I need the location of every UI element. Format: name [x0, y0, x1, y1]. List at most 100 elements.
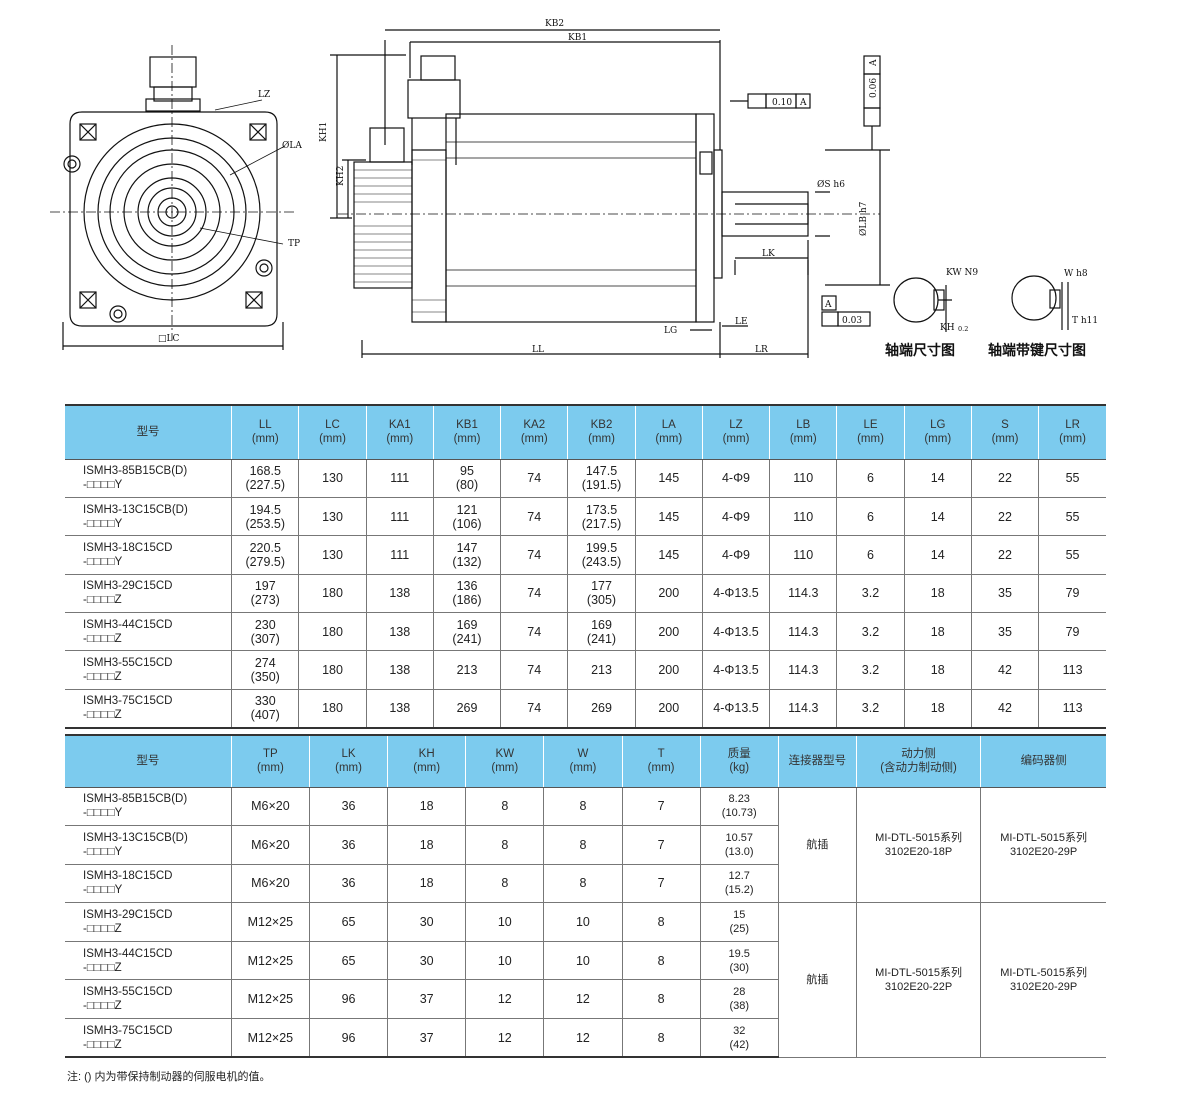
- value-cell: 18: [903, 612, 972, 652]
- value-cell: 7: [621, 825, 701, 865]
- cell-line: 10.57: [725, 831, 753, 844]
- cell-line: 74: [527, 663, 542, 678]
- cell-line: 230: [254, 617, 276, 632]
- model-cell: ISMH3-18C15CD-□□□□Y: [65, 863, 232, 904]
- cell-line: 28: [733, 986, 746, 999]
- cell-line: 169: [591, 617, 612, 632]
- cell-line: 130: [322, 547, 343, 562]
- value-cell: 22: [970, 496, 1040, 537]
- cell-line: 145: [658, 471, 680, 486]
- svg-text:LG: LG: [664, 326, 677, 336]
- header-unit: (mm): [655, 433, 683, 446]
- value-cell: 177(305): [567, 573, 636, 614]
- cell-line: 18: [930, 701, 945, 716]
- value-cell: 330(407): [231, 688, 300, 729]
- value-cell: 180: [298, 612, 367, 652]
- value-cell: M12×25: [230, 902, 310, 942]
- cell-line: 213: [456, 663, 478, 678]
- value-cell: 18: [903, 573, 972, 614]
- value-cell: 111: [365, 496, 434, 537]
- value-cell: 42: [970, 688, 1040, 729]
- column-header: T(mm): [621, 734, 701, 788]
- value-cell: 113: [1038, 650, 1106, 690]
- cell-line: (15.2): [724, 884, 754, 897]
- value-cell: 7: [621, 863, 701, 904]
- cell-line: -□□□□Z: [83, 632, 122, 645]
- value-cell: 145: [634, 458, 703, 498]
- cell-line: 19.5: [728, 947, 750, 960]
- cell-line: (217.5): [581, 516, 622, 531]
- cell-line: (243.5): [581, 554, 622, 569]
- cell-line: (307): [250, 631, 280, 646]
- cell-line: (30): [729, 961, 749, 974]
- cell-line: ISMH3-85B15CB(D): [83, 465, 188, 478]
- header-unit: (mm): [335, 762, 362, 775]
- value-cell: 121(106): [432, 496, 502, 537]
- cell-line: 65: [341, 915, 356, 930]
- cell-line: -□□□□Z: [83, 594, 122, 607]
- svg-text:0.2: 0.2: [958, 325, 968, 333]
- cell-line: 14: [930, 547, 945, 562]
- cell-line: 200: [658, 624, 680, 639]
- cell-line: 55: [1065, 509, 1080, 524]
- value-cell: 96: [308, 1018, 389, 1059]
- cell-line: 42: [998, 663, 1012, 678]
- cell-line: 65: [341, 953, 356, 968]
- header-unit: (mm): [569, 762, 597, 775]
- model-cell: ISMH3-29C15CD-□□□□Z: [65, 902, 232, 942]
- cell-line: 3.2: [861, 586, 880, 601]
- cell-line: 14: [930, 471, 945, 486]
- value-cell: 168.5(227.5): [231, 458, 300, 498]
- column-header: LL(mm): [231, 404, 300, 460]
- value-cell: 114.3: [769, 573, 838, 614]
- header-name: 编码器侧: [1020, 755, 1067, 768]
- header-name: LL: [258, 419, 272, 432]
- cell-line: 138: [389, 586, 411, 601]
- value-cell: 197(273): [231, 573, 300, 614]
- cell-line: -□□□□Z: [83, 961, 122, 974]
- value-cell: 147.5(191.5): [567, 458, 636, 498]
- column-header: LA(mm): [634, 404, 703, 460]
- cell-line: 121: [456, 502, 478, 517]
- header-unit: (mm): [789, 433, 817, 446]
- cell-line: 130: [322, 471, 343, 486]
- column-header: 动力侧(含动力制动侧): [855, 734, 982, 788]
- cell-line: 37: [419, 1030, 434, 1045]
- column-header: W(mm): [543, 734, 623, 788]
- header-unit: (mm): [647, 762, 675, 775]
- cell-line: 200: [658, 586, 680, 601]
- column-header: LB(mm): [769, 404, 838, 460]
- cell-line: 197: [254, 579, 276, 594]
- header-unit: (mm): [1059, 433, 1086, 446]
- value-cell: 269: [567, 688, 636, 729]
- cell-line: ISMH3-75C15CD: [83, 1024, 173, 1037]
- header-name: KA2: [523, 419, 546, 432]
- header-unit: (mm): [413, 762, 441, 775]
- header-unit: (mm): [256, 762, 284, 775]
- value-cell: 111: [365, 458, 434, 498]
- cell-line: ISMH3-44C15CD: [83, 618, 173, 631]
- column-header: LZ(mm): [701, 404, 771, 460]
- cell-line: 79: [1065, 624, 1080, 639]
- cell-line: M12×25: [247, 1030, 294, 1045]
- svg-text:0.10: 0.10: [772, 98, 792, 108]
- cell-line: 79: [1065, 586, 1080, 601]
- cell-line: 74: [527, 624, 542, 639]
- cell-line: 147.5: [585, 464, 618, 479]
- value-cell: 130: [298, 496, 367, 537]
- model-cell: ISMH3-44C15CD-□□□□Z: [65, 940, 232, 981]
- header-unit: (mm): [924, 433, 952, 446]
- cell-line: 36: [341, 837, 356, 852]
- value-cell: 4-Φ13.5: [701, 688, 771, 729]
- value-cell: 22: [970, 458, 1040, 498]
- header-unit: (kg): [729, 762, 750, 775]
- motor-dimension-drawing: LZ ØLA TP □LC KB2 KB1 KH1 KH2 0.10 A 0.0…: [50, 19, 1098, 359]
- column-header: S(mm): [970, 404, 1040, 460]
